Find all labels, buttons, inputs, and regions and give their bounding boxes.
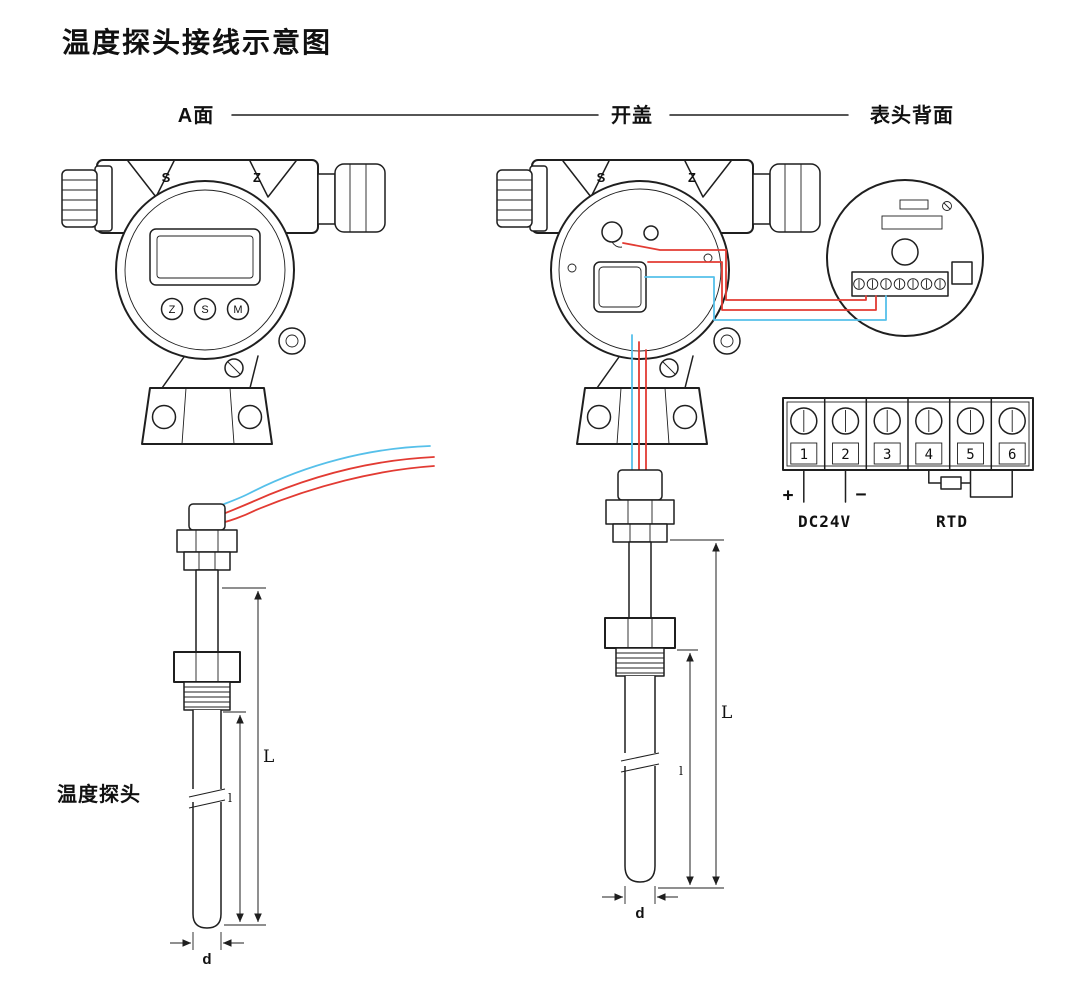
probe-tube [192,709,222,929]
open-transmitter: S Z [496,159,821,445]
rtd-resistor [940,476,962,490]
wire-red-2 [647,261,877,311]
cover-screw [703,253,713,263]
left-probe: L l d 温度探头 [57,445,435,968]
probe-hex-collar [176,529,238,553]
minus-sign: − [856,484,867,505]
pcb-back [826,179,984,337]
probe-tube [624,675,656,883]
dimension-d: d [170,932,244,968]
terminal-number-6: 6 [1008,447,1016,463]
power-connection: + − DC24V [783,469,867,531]
dimension-d: d [602,886,678,922]
small-hole [643,225,659,241]
middle-probe: L l d [602,469,732,922]
probe-wire-blue [205,445,431,513]
button-s-label: S [201,304,208,316]
wire-blue [644,276,887,321]
tube-break-mark [188,788,226,809]
housing-letter-z: Z [253,170,261,185]
dim-l-label: l [679,764,683,778]
probe-wire-red [211,456,435,519]
dimension-l: l [223,711,246,923]
housing-letter-s: S [597,170,606,185]
dim-l-label: l [228,791,232,805]
hinge-lug [713,327,741,355]
page-title: 温度探头接线示意图 [62,26,332,58]
terminal-block: 1 2 3 4 5 6 + − DC24V RTD [782,397,1034,531]
label-a-side: A面 [178,105,214,127]
terminal-number-4: 4 [925,447,933,463]
probe-thread [183,681,231,711]
button-m [226,297,250,321]
lcd-display [149,228,261,286]
terminal-numbers: 1 2 3 4 5 6 [790,442,1026,465]
housing-letter-s: S [162,170,171,185]
plus-sign: + [783,485,794,506]
pcb-component [881,215,943,230]
wire-entry-hole [601,221,623,243]
pcb-terminal-screws [853,278,946,290]
probe-collar [183,551,231,571]
pcb-center-hole [891,238,919,266]
terminal-number-2: 2 [841,447,849,463]
label-open-cover: 开盖 [611,103,653,127]
terminal-screws [790,407,1026,435]
cover-screw [567,263,577,273]
probe-collar [612,523,668,543]
dim-d-label: d [202,951,211,968]
pcb-chip [951,261,973,285]
button-s [193,297,217,321]
probe-label: 温度探头 [57,782,141,806]
pcb-disc [826,179,984,337]
rtd-connection: RTD [928,469,1013,531]
signal-wires [622,242,887,473]
probe-wire-red [215,465,435,525]
probe-hex-nut [604,617,676,649]
dimension-L: L [658,539,732,889]
inner-module [593,261,647,313]
left-transmitter: S Z Z S M [61,159,386,445]
probe-thread [615,647,665,677]
housing-letter-z: Z [688,170,696,185]
dc24v-label: DC24V [798,512,851,531]
dimension-l: l [677,649,698,886]
rtd-label: RTD [936,512,968,531]
dimension-L: L [222,587,274,926]
button-m-label: M [233,304,242,316]
probe-cap [188,503,226,531]
dim-L-label: L [721,703,732,723]
button-z-label: Z [169,304,176,316]
button-z [160,297,184,321]
tube-break-mark [620,752,660,773]
wire-red-1 [622,242,867,301]
probe-cap [617,469,663,501]
label-meter-back: 表头背面 [870,103,954,127]
probe-neck [628,541,652,619]
dim-L-label: L [263,747,274,767]
probe-neck [195,569,219,653]
terminal-number-3: 3 [883,447,891,463]
hinge-lug [278,327,306,355]
terminal-number-1: 1 [800,447,808,463]
probe-hex-nut [173,651,241,683]
pcb-component [899,199,929,210]
terminal-number-5: 5 [966,447,974,463]
dim-d-label: d [635,905,644,922]
probe-hex-collar [605,499,675,525]
